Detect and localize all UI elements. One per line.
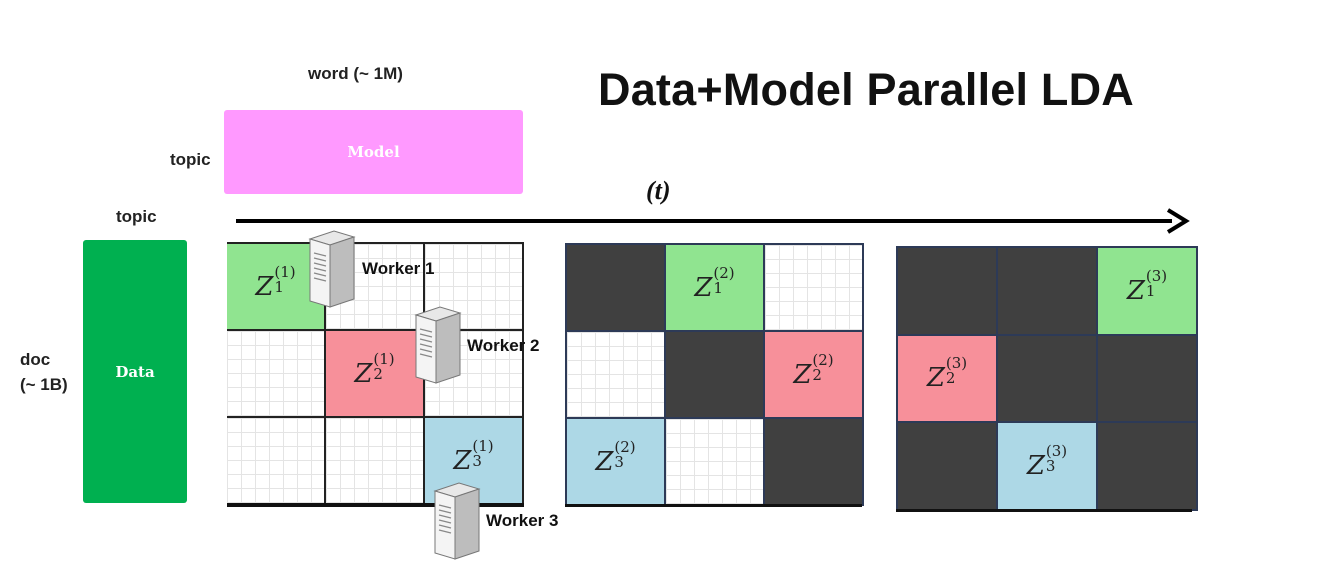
topic-data-label: topic [116, 207, 157, 226]
block-label: Z(3)2 [926, 354, 968, 394]
worker-3-label: Worker 3 [486, 511, 559, 530]
grid-3-cell-1-1 [898, 248, 998, 336]
grid-1-baseline [227, 503, 524, 507]
grid-3-cell-2-1: Z(3)2 [898, 335, 998, 424]
grid-2-cell-2-3: Z(2)2 [765, 332, 864, 419]
word-axis-label: word (~ 1M) [308, 64, 403, 83]
grid-3-cell-1-3: Z(3)1 [1098, 248, 1198, 336]
server-icon [414, 306, 462, 384]
grid-1-cell-2-2: Z(1)2 [326, 331, 425, 418]
doc-count-label: (~ 1B) [20, 375, 68, 394]
grid-2-cell-2-1 [567, 332, 666, 419]
page-title: Data+Model Parallel LDA [598, 64, 1135, 115]
grid-3-cell-3-1 [898, 423, 998, 511]
grid-2-cell-1-3 [765, 245, 864, 332]
grid-2-cell-2-2 [666, 332, 765, 419]
grid-1-cell-3-2 [326, 418, 425, 505]
model-box: Model [224, 110, 523, 194]
worker-2-label: Worker 2 [467, 336, 540, 355]
grid-2-baseline [565, 504, 862, 507]
grid-2-cell-3-1: Z(2)3 [567, 419, 666, 506]
grid-3-baseline [896, 509, 1192, 512]
topic-model-label: topic [170, 150, 211, 169]
grid-1-cell-3-1 [227, 418, 326, 505]
data-box: Data [83, 240, 187, 503]
block-label: Z(2)3 [595, 437, 636, 477]
grid-2-cell-3-2 [666, 419, 765, 506]
block-label: Z(1)1 [255, 262, 296, 302]
block-label: Z(2)1 [694, 263, 735, 303]
grid-2-cell-3-3 [765, 419, 864, 506]
data-box-label: Data [115, 362, 155, 381]
server-icon [308, 230, 356, 308]
block-label: Z(1)2 [354, 349, 395, 389]
block-label: Z(3)3 [1026, 442, 1068, 482]
grid-2-cell-1-2: Z(2)1 [666, 245, 765, 332]
time-arrow-icon [236, 208, 1190, 234]
block-label: Z(1)3 [453, 436, 494, 476]
grid-3-cell-2-3 [1098, 335, 1198, 424]
doc-label: doc [20, 350, 51, 369]
grid-2-cell-1-1 [567, 245, 666, 332]
model-box-label: Model [347, 143, 400, 161]
block-label: Z(2)2 [793, 350, 834, 390]
grid-3-cell-3-2: Z(3)3 [998, 423, 1098, 511]
grid-3-cell-3-3 [1098, 423, 1198, 511]
time-label: (t) [646, 176, 671, 205]
grid-3-cell-2-2 [998, 335, 1098, 424]
grid-3-cell-1-2 [998, 248, 1098, 336]
block-label: Z(3)1 [1126, 266, 1168, 306]
worker-1-label: Worker 1 [362, 259, 435, 278]
server-icon [433, 482, 481, 560]
grid-1-cell-2-1 [227, 331, 326, 418]
